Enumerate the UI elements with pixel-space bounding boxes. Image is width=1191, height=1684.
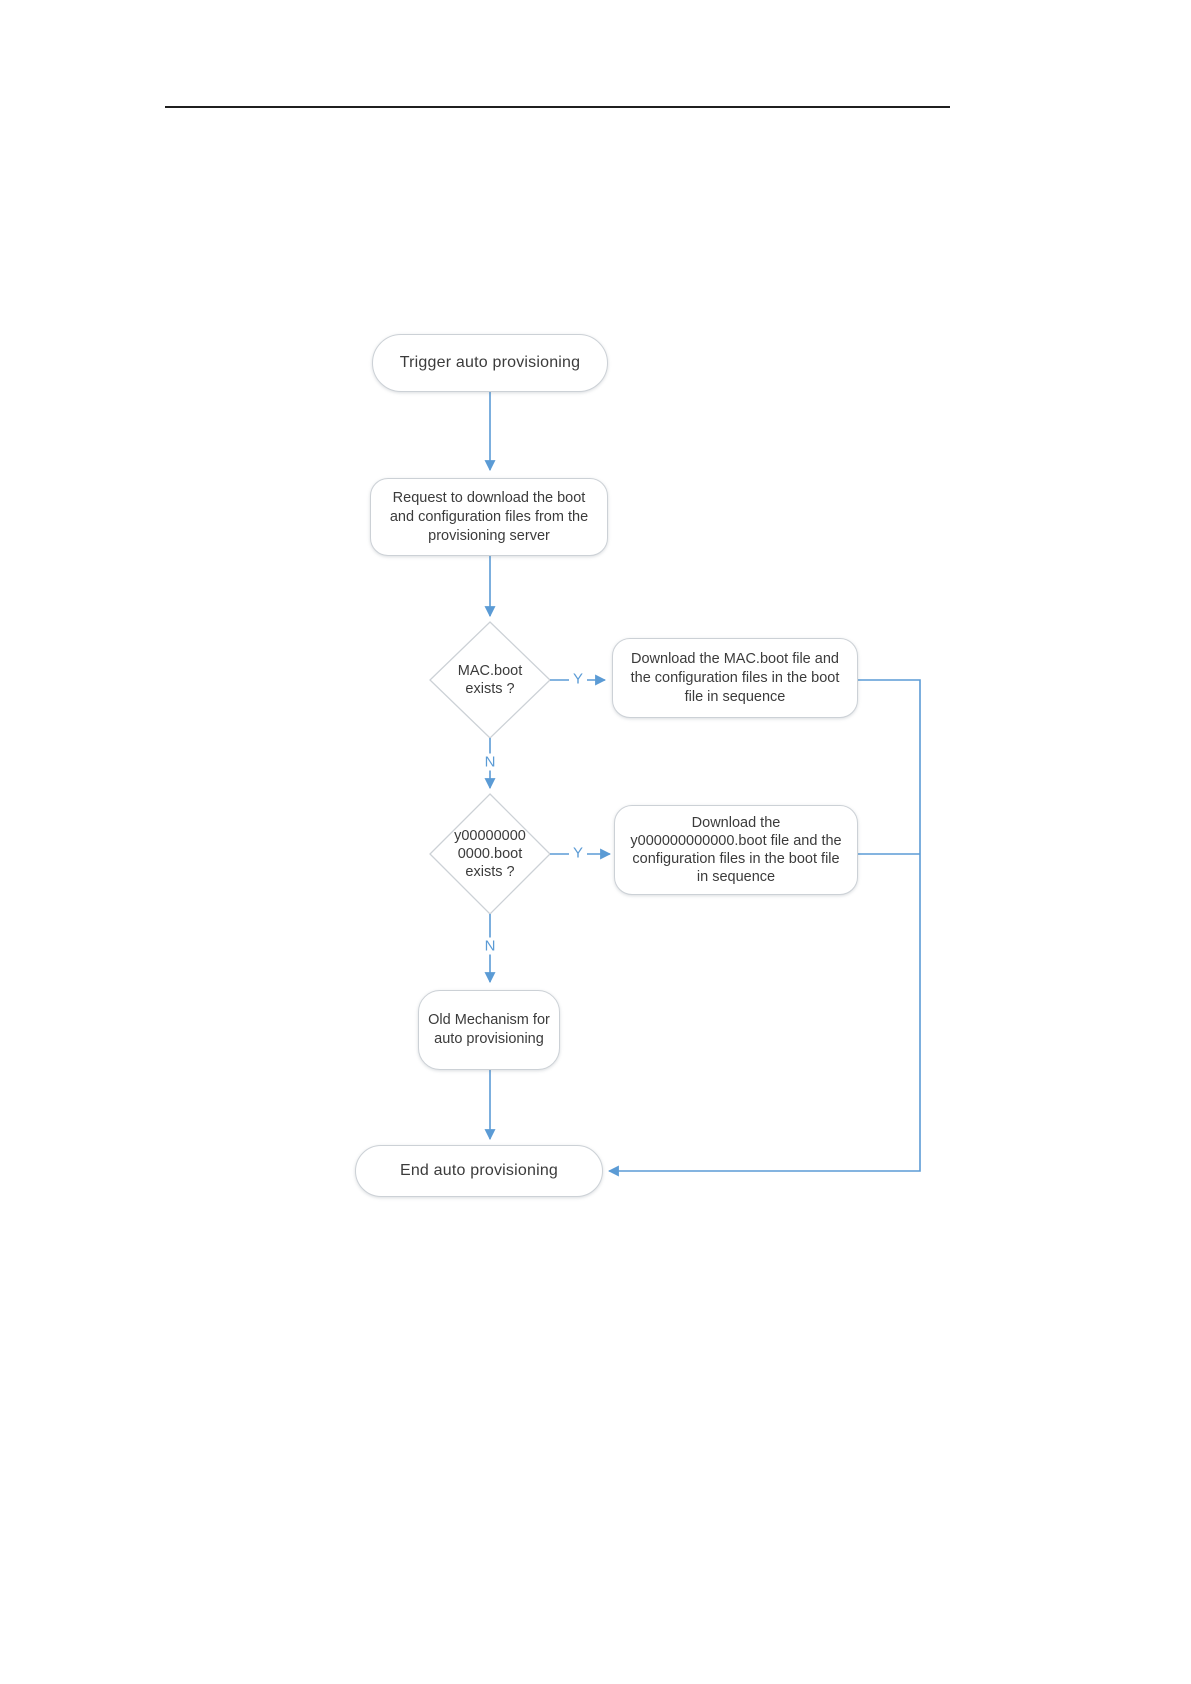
header-separator-line <box>165 106 950 108</box>
node-download-mac-boot: Download the MAC.boot file and the confi… <box>612 638 858 718</box>
branch-label-y0-yes: Y <box>568 844 588 862</box>
node-label: Old Mechanism for auto provisioning <box>428 1012 550 1047</box>
node-label: Request to download the boot and configu… <box>389 489 589 544</box>
node-label: Download the MAC.boot file and the confi… <box>630 650 840 705</box>
node-label: End auto provisioning <box>399 1162 559 1179</box>
decision-label-y0-boot: y00000000 0000.boot exists ? <box>454 828 526 880</box>
decision-label-mac-boot: MAC.boot exists ? <box>457 663 523 697</box>
node-label: Download the y000000000000.boot file and… <box>630 815 842 885</box>
node-label: Trigger auto provisioning <box>399 354 581 371</box>
branch-label-mac-yes: Y <box>568 670 588 688</box>
branch-label-y0-no: N <box>480 937 500 955</box>
node-request-download: Request to download the boot and configu… <box>370 478 608 556</box>
node-trigger-auto-provisioning: Trigger auto provisioning <box>372 334 608 392</box>
node-end-auto-provisioning: End auto provisioning <box>355 1145 603 1197</box>
branch-label-mac-no: N <box>480 753 500 771</box>
wire-merge-to-end <box>607 679 921 1177</box>
node-download-y0-boot: Download the y000000000000.boot file and… <box>614 805 858 895</box>
node-old-mechanism: Old Mechanism for auto provisioning <box>418 990 560 1070</box>
